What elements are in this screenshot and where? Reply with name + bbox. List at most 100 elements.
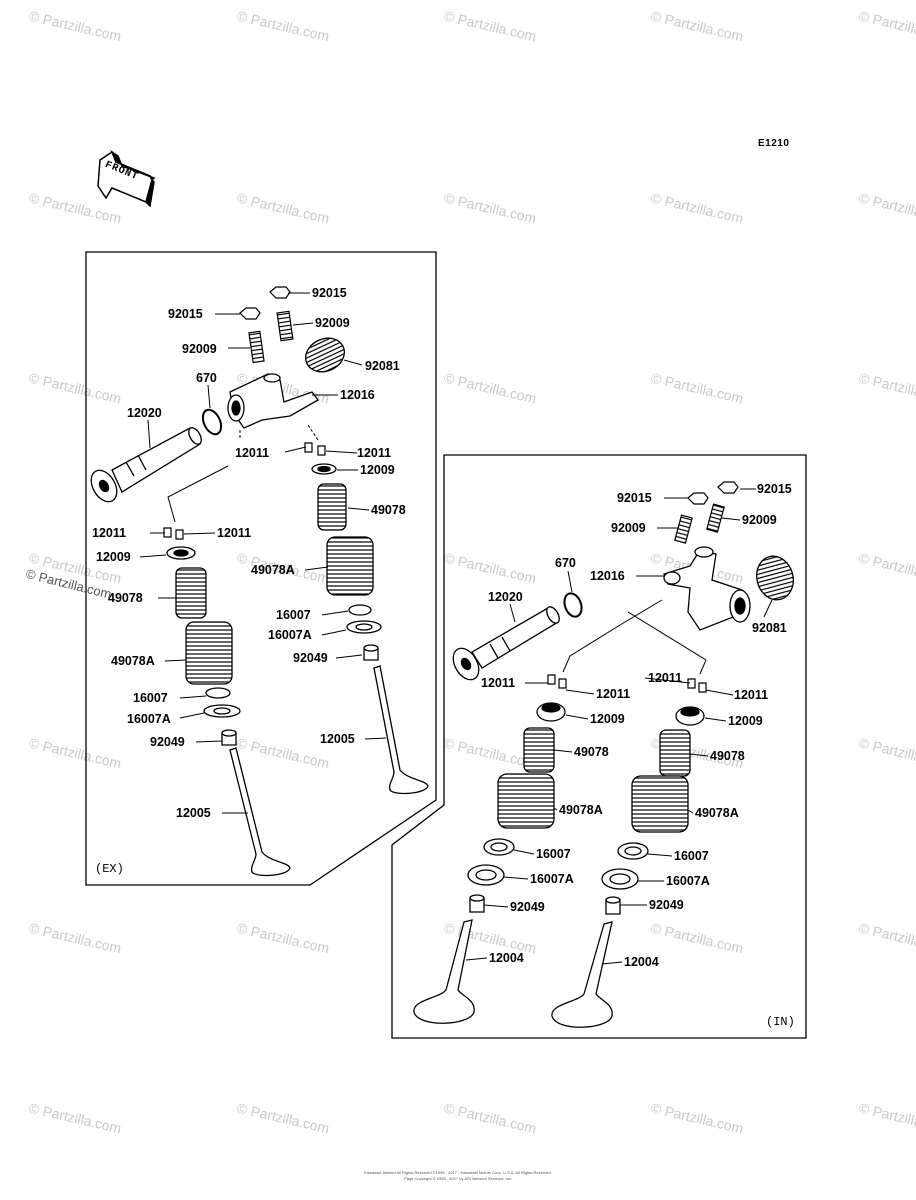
in-label-12009-right: 12009 [728, 714, 763, 728]
ex-label-92049-right: 92049 [293, 651, 328, 665]
in-spring-92081 [756, 555, 794, 601]
leader-line [179, 695, 207, 699]
in-screw-left [674, 514, 693, 544]
in-screw-right [706, 503, 725, 533]
in-spring-49078A-right [631, 775, 689, 833]
ex-label-49078-right: 49078 [371, 503, 406, 517]
ex-label-12009-left: 12009 [96, 550, 131, 564]
ex-label-12011-b: 12011 [357, 446, 392, 460]
leader-line [147, 419, 151, 449]
ex-seat-16007-right [348, 604, 372, 616]
in-label-12016: 12016 [590, 569, 625, 583]
leader-line [503, 876, 529, 880]
in-label-12004-left: 12004 [489, 951, 524, 965]
in-label-12011-b: 12011 [596, 687, 631, 701]
ex-label-16007-left: 16007 [133, 691, 168, 705]
leader-line [207, 384, 211, 409]
leader-line [179, 712, 205, 719]
leader-line [164, 659, 187, 662]
leader-line [304, 566, 329, 571]
ex-valve-left [229, 747, 291, 877]
ex-label-92009-left: 92009 [182, 342, 217, 356]
in-shaft-12020 [452, 606, 560, 681]
in-label-49078A-right: 49078A [695, 806, 739, 820]
in-label-92049-right: 92049 [649, 898, 684, 912]
leader-line [284, 446, 307, 453]
intake-tag: (IN) [766, 1015, 795, 1029]
in-label-16007-left: 16007 [536, 847, 571, 861]
leader-line [705, 689, 734, 696]
ex-label-49078-left: 49078 [108, 591, 143, 605]
in-valve-left [413, 919, 475, 1024]
in-label-92009-left: 92009 [611, 521, 646, 535]
in-rocker-arm [663, 546, 751, 631]
in-label-670: 670 [555, 556, 576, 570]
leader-line [601, 961, 623, 965]
ex-label-16007A-right: 16007A [268, 628, 312, 642]
ex-spring-49078-left [175, 567, 207, 619]
in-label-16007A-left: 16007A [530, 872, 574, 886]
leader-line [321, 610, 349, 616]
leader-line [763, 599, 773, 618]
in-spring-49078A-left [497, 773, 555, 829]
exhaust-frame [85, 251, 437, 886]
in-spring-49078-right [659, 729, 691, 777]
in-label-49078A-left: 49078A [559, 803, 603, 817]
front-arrow-icon [97, 150, 156, 208]
in-label-92049-left: 92049 [510, 900, 545, 914]
in-keeper-c [687, 678, 696, 689]
leader-line [321, 629, 347, 636]
ex-shaft-12020 [90, 427, 202, 503]
ex-label-92015-left: 92015 [168, 307, 203, 321]
in-label-12004-right: 12004 [624, 955, 659, 969]
footer-copyright-1: Kawasaki-labeled All Rights Reserved ©19… [364, 1170, 552, 1175]
in-oring-670 [563, 592, 583, 618]
ex-label-92081: 92081 [365, 359, 400, 373]
ex-label-12020: 12020 [127, 406, 162, 420]
leader-line [343, 359, 363, 366]
ex-label-49078A-right: 49078A [251, 563, 295, 577]
leader-line [483, 904, 509, 908]
ex-nut-top [269, 286, 291, 299]
leader-line [704, 717, 727, 722]
ex-keeper-b [317, 445, 326, 456]
ex-label-92049-left: 92049 [150, 735, 185, 749]
leader-line [721, 517, 741, 521]
leader-line [292, 322, 314, 326]
leader-line [553, 749, 573, 753]
leader-line [565, 714, 589, 720]
ex-spring-49078-right [317, 483, 347, 531]
in-label-92009-right: 92009 [742, 513, 777, 527]
leader-line [364, 737, 387, 740]
ex-label-12005-left: 12005 [176, 806, 211, 820]
in-keeper-d [698, 682, 707, 693]
in-label-92015-left: 92015 [617, 491, 652, 505]
ex-label-670: 670 [196, 371, 217, 385]
in-label-12011-d: 12011 [734, 688, 769, 702]
ex-label-12011-a: 12011 [235, 446, 270, 460]
ex-screw-left [248, 330, 265, 364]
ex-label-12011-d: 12011 [217, 526, 252, 540]
diagram-code: E1210 [758, 138, 790, 149]
in-nut-right [717, 481, 739, 494]
ex-label-12011-c: 12011 [92, 526, 127, 540]
in-label-49078-right: 49078 [710, 749, 745, 763]
ex-label-12009-right: 12009 [360, 463, 395, 477]
ex-label-12005-right: 12005 [320, 732, 355, 746]
ex-seat-16007-left [205, 687, 231, 699]
ex-spring-49078A-left [185, 621, 233, 685]
in-label-12020: 12020 [488, 590, 523, 604]
in-label-92015-right: 92015 [757, 482, 792, 496]
leader-line [644, 677, 691, 684]
ex-label-16007-right: 16007 [276, 608, 311, 622]
ex-rocker-arm [227, 373, 319, 429]
in-label-12011-c: 12011 [648, 671, 683, 685]
ex-keeper-c [163, 527, 172, 538]
in-valve-right [551, 921, 613, 1028]
leader-line [139, 554, 167, 558]
ex-label-16007A-left: 16007A [127, 712, 171, 726]
leader-line [689, 753, 709, 757]
ex-keeper-d [175, 529, 184, 540]
